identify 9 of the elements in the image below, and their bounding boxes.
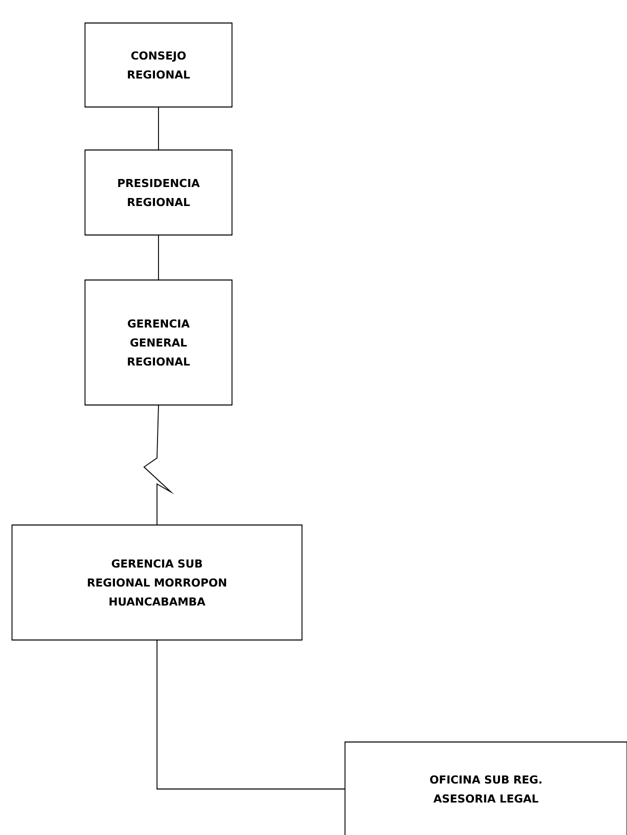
org-box: OFICINA SUB REG. ASESORIA LEGAL: [344, 742, 627, 835]
connector-line: [156, 640, 345, 790]
connector-line: [158, 107, 159, 150]
org-box: PRESIDENCIA REGIONAL: [84, 150, 232, 236]
connector-line: [158, 235, 159, 280]
org-box: GERENCIA GENERAL REGIONAL: [84, 280, 232, 406]
org-box: GERENCIA SUB REGIONAL MORROPON HUANCABAMBA: [12, 524, 302, 640]
org-box: CONSEJO REGIONAL: [84, 22, 232, 108]
connector-line: [143, 405, 174, 525]
